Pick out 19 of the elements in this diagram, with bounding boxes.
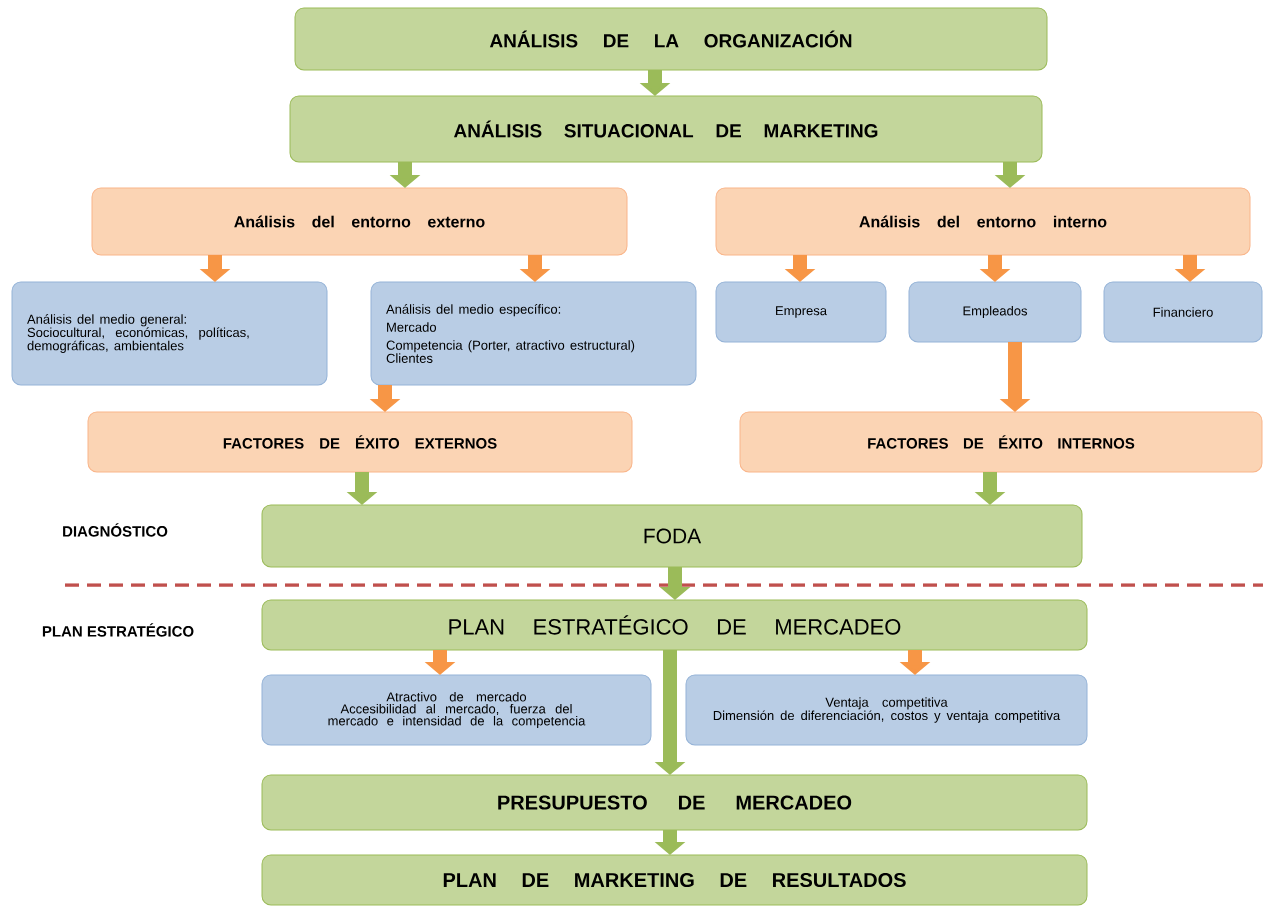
process-box: ANÁLISIS SITUACIONAL DE MARKETING xyxy=(289,95,1043,163)
process-box: PLAN DE MARKETING DE RESULTADOS xyxy=(261,854,1088,906)
analysis-box: FACTORES DE ÉXITO EXTERNOS xyxy=(87,411,633,473)
process-box: FODA xyxy=(261,504,1083,568)
detail-box: Financiero xyxy=(1103,281,1263,343)
analysis-box: Análisis del entorno interno xyxy=(715,187,1251,256)
section-label: DIAGNÓSTICO xyxy=(63,523,168,537)
process-box: ANÁLISIS DE LA ORGANIZACIÓN xyxy=(294,7,1048,71)
process-box: PLAN ESTRATÉGICO DE MERCADEO xyxy=(261,599,1088,651)
detail-box: Análisis del medio específico: Mercado Competencia (Porter, atractivo estructural) Clientes xyxy=(370,281,697,386)
detail-box: Ventaja competitiva Dimensión de diferenciación, costos y ventaja competitiva xyxy=(685,674,1088,746)
detail-box: Atractivo de mercado Accesibilidad al mercado, fuerza del mercado e intensidad de la competencia xyxy=(261,674,652,746)
analysis-box: Análisis del entorno externo xyxy=(91,187,628,256)
section-label: PLAN ESTRATÉGICO xyxy=(42,623,194,637)
analysis-box: FACTORES DE ÉXITO INTERNOS xyxy=(739,411,1263,473)
process-box: PRESUPUESTO DE MERCADEO xyxy=(261,774,1088,831)
detail-box: Empresa xyxy=(715,281,887,343)
detail-box: Empleados xyxy=(908,281,1082,343)
detail-box: Análisis del medio general: Sociocultural, económicas, políticas, demográficas, ambientales xyxy=(11,281,328,386)
